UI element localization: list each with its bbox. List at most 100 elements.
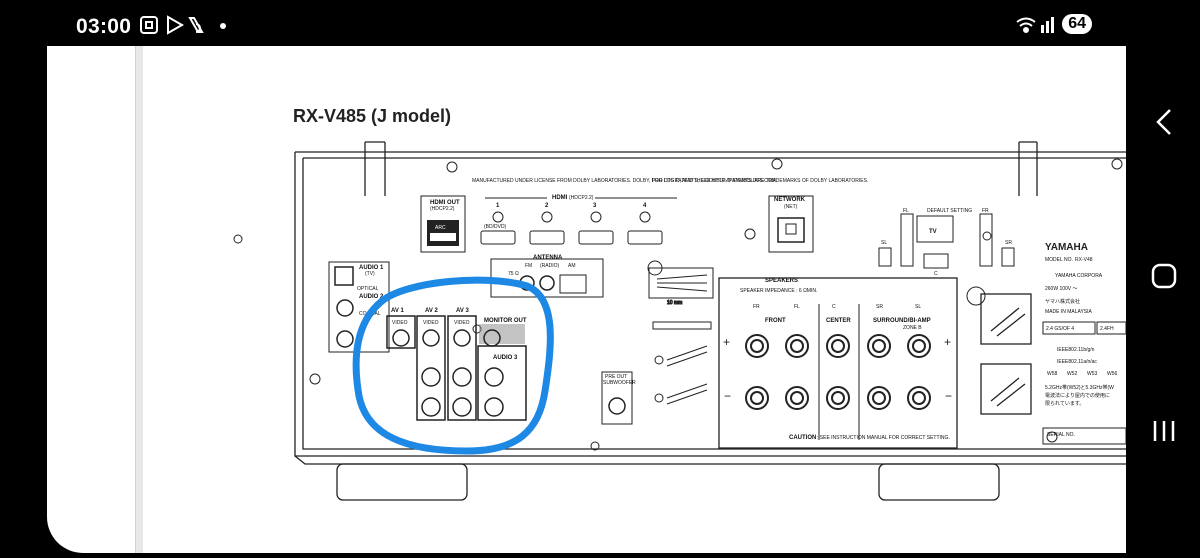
svg-text:DEFAULT SETTING: DEFAULT SETTING	[927, 208, 972, 214]
svg-text:SUBWOOFER: SUBWOOFER	[603, 380, 636, 386]
hdmi-out-label: HDMI OUT	[430, 200, 460, 206]
svg-text:(HDCP2.2): (HDCP2.2)	[569, 195, 594, 201]
svg-text:75 Ω: 75 Ω	[508, 271, 519, 277]
svg-text:PRE OUT: PRE OUT	[605, 374, 627, 380]
svg-text:CAUTION: CAUTION	[789, 435, 816, 441]
clock: 03:00	[76, 15, 132, 38]
svg-text:SR: SR	[876, 304, 883, 310]
svg-text:(RADIO): (RADIO)	[540, 263, 560, 269]
pre-out-subwoofer: PRE OUT SUBWOOFER	[601, 371, 636, 425]
svg-text:−: −	[945, 389, 952, 403]
svg-text:FL: FL	[794, 304, 800, 310]
back-button[interactable]	[1144, 105, 1184, 139]
notification-icons	[140, 15, 226, 35]
svg-text:5.2GHz帯(W52)と5.3GHz帯(W: 5.2GHz帯(W52)と5.3GHz帯(W	[1045, 384, 1114, 391]
label-plate: YAMAHA MODEL NO. RX-V48 YAMAHA CORPORA 2…	[1042, 242, 1126, 445]
svg-text:IEEE802.11b/g/n: IEEE802.11b/g/n	[1057, 347, 1095, 353]
svg-text:AUDIO 1: AUDIO 1	[359, 265, 384, 271]
home-icon	[1151, 263, 1177, 289]
svg-text:HDMI: HDMI	[552, 195, 568, 201]
svg-text:10 mm: 10 mm	[667, 300, 682, 306]
svg-text:4: 4	[643, 203, 647, 209]
svg-text:+: +	[944, 335, 951, 349]
default-setting: DEFAULT SETTING TV FL FR SL SR C	[878, 208, 1015, 277]
screenshot-icon	[140, 16, 158, 34]
svg-text:SERIAL NO.: SERIAL NO.	[1047, 432, 1075, 438]
svg-text:FM: FM	[525, 263, 532, 269]
svg-text:SL: SL	[915, 304, 921, 310]
svg-text:TV: TV	[929, 229, 937, 235]
svg-text:(HDCP2.2): (HDCP2.2)	[430, 206, 455, 212]
svg-text:ZONE B: ZONE B	[903, 325, 922, 331]
recent-apps-icon	[1153, 421, 1175, 441]
svg-text:VIDEO: VIDEO	[392, 320, 408, 326]
svg-text:ヤマハ株式会社: ヤマハ株式会社	[1045, 298, 1080, 305]
svg-text:(BD/DVD): (BD/DVD)	[484, 224, 507, 230]
av-inputs: AV 1 AV 2 AV 3 VIDEO VIDEO VIDEO MONITOR…	[386, 308, 527, 421]
chassis	[294, 141, 1126, 501]
home-button[interactable]	[1144, 258, 1184, 294]
status-bar: 03:00 64	[0, 0, 1200, 46]
svg-text:AV 1: AV 1	[391, 308, 405, 314]
dts-text: FOR DTS PATENTS, SEE HTTP://PATENTS.DTS.…	[652, 178, 777, 184]
svg-text:FR: FR	[982, 208, 989, 214]
svg-text:FR: FR	[753, 304, 760, 310]
back-icon	[1156, 109, 1171, 135]
rear-panel-diagram: MANUFACTURED UNDER LICENSE FROM DOLBY LA…	[233, 141, 1126, 501]
app-icon	[188, 17, 204, 33]
recent-apps-button[interactable]	[1144, 414, 1184, 448]
signal-icons	[1016, 17, 1054, 33]
svg-text:+: +	[723, 335, 730, 349]
license-text: MANUFACTURED UNDER LICENSE FROM DOLBY LA…	[472, 178, 868, 184]
antenna-group: ANTENNA FM (RADIO) AM 75 Ω	[490, 255, 604, 298]
svg-text:SL: SL	[881, 240, 887, 246]
speakers-block: SPEAKERS SPEAKER IMPEDANCE : 6 ΩMIN. FR …	[718, 277, 958, 449]
svg-text:: SEE INSTRUCTION MANUAL FOR C: : SEE INSTRUCTION MANUAL FOR CORRECT SET…	[817, 435, 950, 441]
svg-text:VIDEO: VIDEO	[454, 320, 470, 326]
svg-text:W58: W58	[1047, 371, 1058, 377]
svg-text:限られています。: 限られています。	[1045, 400, 1084, 407]
svg-text:FRONT: FRONT	[765, 318, 786, 324]
svg-text:2.4FH: 2.4FH	[1100, 326, 1114, 332]
battery-indicator: 64	[1062, 14, 1092, 34]
wire-guide: 10 mm	[648, 267, 714, 405]
svg-text:W53: W53	[1087, 371, 1098, 377]
svg-text:(TV): (TV)	[365, 271, 375, 277]
svg-text:RX-V48: RX-V48	[1075, 257, 1093, 263]
svg-text:SPEAKERS: SPEAKERS	[765, 278, 798, 284]
svg-text:AUDIO 2: AUDIO 2	[359, 294, 384, 300]
dot-icon	[220, 23, 226, 29]
svg-text:W52: W52	[1067, 371, 1078, 377]
svg-text:NETWORK: NETWORK	[774, 197, 806, 203]
network-port: NETWORK (NET)	[768, 195, 814, 253]
svg-text:AV 2: AV 2	[425, 308, 439, 314]
svg-text:MODEL NO.: MODEL NO.	[1045, 257, 1073, 263]
svg-text:3: 3	[593, 203, 597, 209]
navigation-bar	[1126, 0, 1200, 553]
svg-text:電波法により屋内での使用に: 電波法により屋内での使用に	[1045, 392, 1110, 399]
svg-text:YAMAHA: YAMAHA	[1045, 242, 1088, 253]
svg-text:2: 2	[545, 203, 549, 209]
svg-text:W56: W56	[1107, 371, 1118, 377]
svg-text:FL: FL	[903, 208, 909, 214]
svg-text:SR: SR	[1005, 240, 1012, 246]
svg-text:SURROUND/BI-AMP: SURROUND/BI-AMP	[873, 318, 931, 324]
svg-text:C: C	[832, 304, 836, 310]
play-store-icon	[167, 15, 185, 35]
hdmi-out-group: HDMI OUT (HDCP2.2) ARC	[420, 195, 466, 253]
svg-text:C: C	[934, 271, 938, 277]
svg-text:YAMAHA CORPORA: YAMAHA CORPORA	[1055, 273, 1103, 279]
page-edge	[135, 46, 143, 553]
document-viewer[interactable]: RX-V485 (J model) MANUFACTURED	[47, 46, 1126, 553]
svg-text:AV 3: AV 3	[456, 308, 470, 314]
svg-text:AM: AM	[568, 263, 576, 269]
svg-text:ANTENNA: ANTENNA	[533, 255, 563, 261]
page-title: RX-V485 (J model)	[293, 106, 452, 126]
svg-text:OPTICAL: OPTICAL	[357, 286, 379, 292]
svg-text:−: −	[724, 389, 731, 403]
power-area	[980, 293, 1032, 415]
wifi-icon	[1016, 17, 1036, 33]
svg-text:CENTER: CENTER	[826, 318, 851, 324]
svg-text:ARC: ARC	[435, 225, 446, 231]
signal-icon	[1041, 17, 1054, 33]
